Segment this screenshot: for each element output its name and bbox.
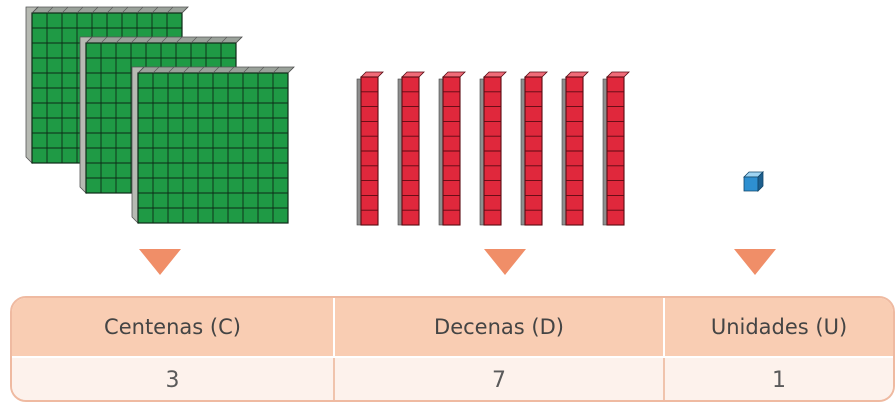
ten-rod [439,72,465,225]
ten-rod [398,72,424,225]
header-centenas: Centenas (C) [12,298,335,356]
hundred-flats-group [26,7,294,223]
base-ten-blocks-illustration [0,0,895,300]
down-arrows-group [139,249,776,275]
arrow-down-centenas-icon [139,249,181,275]
arrow-down-unidades-icon [734,249,776,275]
table-value-row: 3 7 1 [12,358,893,402]
value-unidades: 1 [665,358,893,402]
unit-cube [744,172,763,191]
value-decenas: 7 [335,358,665,402]
table-header-row: Centenas (C) Decenas (D) Unidades (U) [12,298,893,358]
header-decenas: Decenas (D) [335,298,665,356]
ten-rod [603,72,629,225]
arrow-down-decenas-icon [484,249,526,275]
unit-cubes-group [744,172,763,191]
ten-rod [480,72,506,225]
ten-rod [357,72,383,225]
ten-rod [521,72,547,225]
value-centenas: 3 [12,358,335,402]
header-unidades: Unidades (U) [665,298,893,356]
place-value-table: Centenas (C) Decenas (D) Unidades (U) 3 … [10,296,895,402]
ten-rods-group [357,72,629,225]
hundred-flat [132,67,294,223]
ten-rod [562,72,588,225]
